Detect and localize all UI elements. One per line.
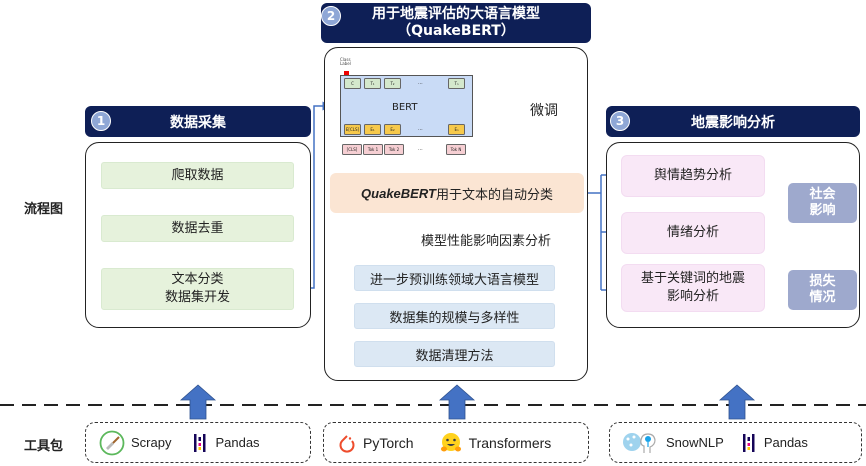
bert-input-token: [CLS] (342, 144, 362, 155)
bert-embedding: Eₙ (448, 124, 465, 135)
quakebert-classification-box: QuakeBERT 用于文本的自动分类 (330, 173, 584, 213)
section2-number-badge: 2 (321, 6, 341, 26)
section2-header: 2 用于地震评估的大语言模型 （QuakeBERT） (321, 3, 591, 43)
outcome-social-impact: 社会 影响 (788, 183, 857, 223)
bert-output-token: T₂ (384, 78, 401, 89)
tool-pandas: Pandas (193, 432, 260, 454)
pandas-icon (194, 433, 206, 452)
section3-number-badge: 3 (610, 111, 630, 131)
analysis-keyword-impact: 基于关键词的地震 影响分析 (621, 264, 765, 312)
row-label-flowchart: 流程图 (24, 202, 64, 217)
outcome-loss: 损失 情况 (788, 270, 857, 310)
toolkit-group-model: PyTorch Transformers (323, 422, 589, 463)
tool-scrapy: Scrapy (99, 430, 171, 456)
tool-pandas: Pandas (742, 432, 808, 454)
finetune-label: 微调 (530, 103, 558, 119)
pytorch-icon (339, 434, 355, 453)
analysis-keyword-line2: 影响分析 (666, 289, 719, 304)
step-deduplicate: 数据去重 (101, 215, 294, 242)
tool-name: Pandas (763, 435, 808, 450)
bert-model-label: BERT (392, 102, 418, 113)
section3-title: 地震影响分析 (691, 114, 775, 131)
up-arrow-toolkit-3 (718, 384, 756, 420)
tool-name: Pandas (215, 435, 260, 450)
section2-title-line1: 用于地震评估的大语言模型 (372, 6, 540, 22)
bert-output-ellipsis: ... (418, 80, 423, 86)
tool-name: Scrapy (131, 435, 172, 450)
section1-header: 1 数据采集 (85, 106, 311, 137)
bert-input-ellipsis: ... (418, 146, 423, 152)
analysis-public-opinion: 舆情趋势分析 (621, 155, 765, 197)
pandas-icon (742, 433, 755, 452)
up-arrow-toolkit-2 (438, 384, 476, 420)
section3-header: 3 地震影响分析 (606, 106, 860, 137)
step-dataset-dev-line2: 数据集开发 (164, 290, 230, 305)
tool-snownlp: SnowNLP (622, 431, 724, 455)
analysis-sentiment: 情绪分析 (621, 212, 765, 254)
factor-data-cleaning: 数据清理方法 (354, 341, 555, 367)
tool-pytorch: PyTorch (338, 433, 414, 453)
bert-embedding: E₂ (384, 124, 401, 135)
bert-input-token: Tok 1 (363, 144, 383, 155)
toolkit-group-collection: Scrapy Pandas (85, 422, 311, 463)
tool-name: PyTorch (363, 434, 414, 451)
bert-embedding: E[CLS] (344, 124, 361, 135)
factor-pretraining: 进一步预训练领域大语言模型 (354, 265, 555, 291)
tool-name: Transformers (468, 434, 552, 451)
bert-input-token: Tok 2 (384, 144, 404, 155)
bert-embedding-ellipsis: ... (418, 126, 423, 132)
step-dataset-dev: 文本分类 数据集开发 (101, 268, 294, 310)
scrapy-icon (99, 430, 125, 455)
bert-output-token: T₁ (364, 78, 381, 89)
outcome-loss-line1: 损失 (809, 274, 836, 289)
section2-title-line2: （QuakeBERT） (397, 23, 515, 39)
toolkit-group-analysis: SnowNLP Pandas (609, 422, 862, 463)
huggingface-icon (440, 432, 461, 451)
bert-input-token: Tok N (446, 144, 466, 155)
outcome-social-line2: 影响 (809, 203, 836, 218)
quakebert-name: QuakeBERT (361, 185, 436, 201)
outcome-loss-line2: 情况 (809, 290, 836, 305)
factor-dataset-scale: 数据集的规模与多样性 (354, 303, 555, 329)
row-label-toolkits: 工具包 (24, 439, 64, 454)
snownlp-icon (623, 432, 656, 453)
tool-name: SnowNLP (666, 435, 724, 450)
up-arrow-toolkit-1 (179, 384, 217, 420)
step-dataset-dev-line1: 文本分类 (171, 272, 224, 287)
outcome-social-line1: 社会 (809, 187, 836, 202)
section1-title: 数据采集 (170, 114, 226, 131)
section1-number-badge: 1 (91, 111, 111, 131)
bert-embedding: E₁ (364, 124, 381, 135)
bert-output-token: C (344, 78, 361, 89)
tool-transformers: Transformers (440, 432, 552, 454)
factors-label: 模型性能影响因素分析 (421, 234, 552, 249)
bert-output-token: Tₙ (448, 78, 465, 89)
classification-description: 用于文本的自动分类 (435, 187, 553, 203)
analysis-keyword-line1: 基于关键词的地震 (640, 271, 745, 286)
step-crawl-data: 爬取数据 (101, 162, 294, 189)
class-label-marker (344, 71, 349, 76)
